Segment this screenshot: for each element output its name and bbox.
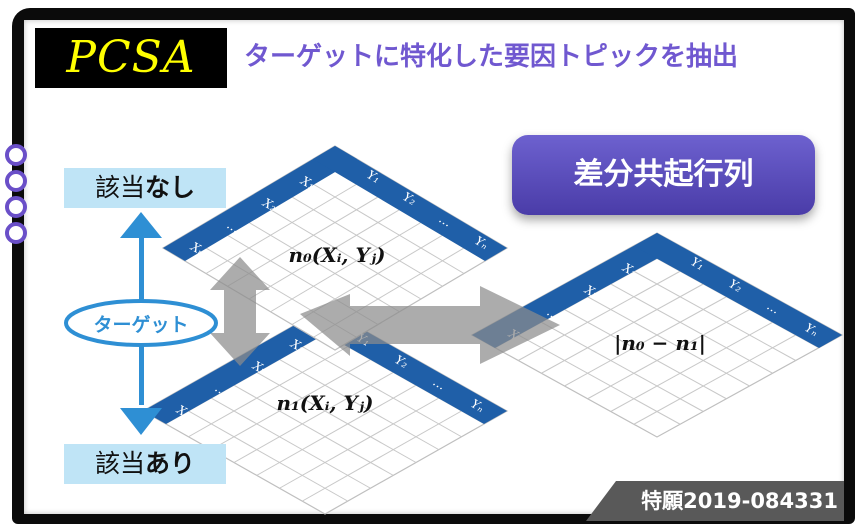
- x1-header-bottom: X₁: [288, 336, 307, 355]
- flow-arrows: [210, 257, 560, 366]
- x2-header-bottom: X₂: [250, 358, 270, 377]
- x2-header-top: X₂: [260, 195, 280, 214]
- grid-line: [610, 309, 796, 412]
- label-target-absent: 該当なし: [64, 168, 226, 208]
- y2-header-result: Y₂: [727, 276, 745, 295]
- grid-line: [227, 209, 400, 313]
- grid-line: [587, 296, 773, 400]
- x1-header-result: X₁: [620, 260, 639, 279]
- pcsa-logo: PCSA: [35, 28, 227, 88]
- grid-line: [633, 321, 820, 425]
- label-target-present: 該当あり: [64, 444, 226, 484]
- grid-line: [188, 384, 371, 489]
- binder-ring-icon: [5, 144, 27, 166]
- binder-ring-icon: [5, 196, 27, 218]
- binder-ring-icon: [5, 222, 27, 244]
- grid-line: [279, 384, 462, 489]
- y2-header-bottom: Y₂: [393, 352, 411, 371]
- formula-difference: |n₀ − n₁|: [614, 331, 706, 355]
- grid-line: [302, 397, 485, 502]
- target-oval: [64, 299, 218, 347]
- subtract-arrow-icon: [300, 286, 560, 364]
- grid-line: [248, 196, 422, 300]
- grid-line: [564, 283, 750, 387]
- label-prefix: 該当: [94, 173, 145, 202]
- arrow-up-icon: [120, 212, 162, 238]
- binder-ring-icon: [5, 170, 27, 192]
- difference-matrix-badge: 差分共起行列: [512, 135, 815, 215]
- grid-line: [233, 359, 417, 463]
- label-emphasis: あり: [145, 449, 196, 478]
- y1-header-result: Y₁: [689, 254, 707, 272]
- x1-header-top: X₁: [298, 173, 317, 192]
- y2-header-top: Y₂: [401, 189, 419, 208]
- yn-header-top: Yₙ: [473, 233, 491, 252]
- grid-line: [165, 397, 348, 502]
- yn-header-bottom: Yₙ: [469, 396, 487, 415]
- grid-line: [541, 296, 727, 400]
- binder-rings: [0, 140, 32, 250]
- label-prefix: 該当: [94, 449, 145, 478]
- y1-header-top: Y₁: [365, 167, 383, 185]
- formula-n0: n₀(Xᵢ, Yⱼ): [288, 243, 385, 267]
- grid-line: [211, 371, 394, 476]
- label-emphasis: なし: [145, 173, 196, 202]
- target-label: ターゲット: [93, 314, 188, 336]
- target-axis-arrow: ターゲット: [64, 212, 218, 435]
- arrow-down-icon: [120, 408, 162, 435]
- page-title: ターゲットに特化した要因トピックを抽出: [244, 42, 739, 72]
- grid-line: [270, 209, 443, 313]
- yn-header-result: Yₙ: [803, 320, 821, 339]
- x2-header-result: X₂: [582, 282, 602, 301]
- vertical-double-arrow-icon: [210, 257, 270, 366]
- patent-number: 特願2019-084331: [586, 481, 844, 521]
- grid-line: [256, 371, 439, 476]
- formula-n1: n₁(Xᵢ, Yⱼ): [276, 391, 373, 415]
